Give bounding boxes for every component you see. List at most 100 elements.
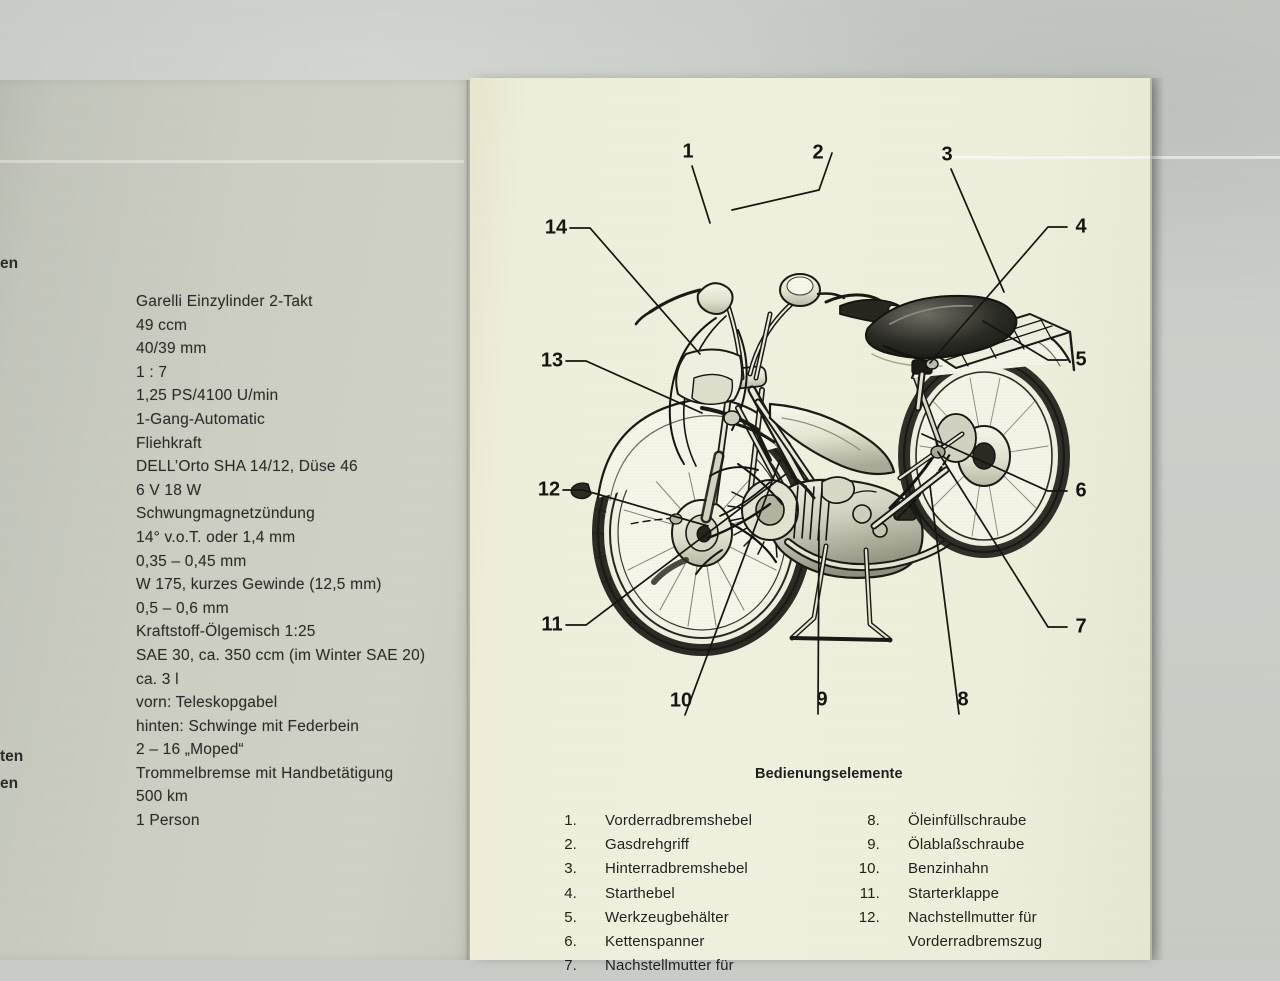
legend-item-number: 4. [564,884,577,902]
legend-item-number: 9. [867,836,880,854]
legend-row: 6.Kettenspanner [533,933,863,957]
right-page-top-edge [940,156,1280,159]
callout-leader-14 [569,227,701,355]
callout-leader-1 [691,165,711,224]
spec-line: 49 ccm [136,316,188,334]
right-page-edge-shadow [1150,78,1164,960]
legend-item-label: Starterklappe [908,884,1000,902]
legend-row: 2. Gasdrehgriff [533,836,863,860]
callout-leader-4 [929,226,1068,364]
legend-item-number: 10. [858,860,880,878]
legend-row: 3. Hinterradbremshebel [533,860,863,884]
parts-legend-column-right: 8. Öleinfüllschraube 9. Ölablaßschraube 10. B… [840,812,1140,957]
legend-item-label: Gasdrehgriff [605,836,690,854]
callout-number-4: 4 [1075,215,1087,238]
legend-item-number: 2. [564,836,577,854]
callout-number-12: 12 [537,478,561,501]
legend-row: 1. Vorderradbremshebel [533,812,863,836]
legend-row: 9. Ölablaßschraube [840,836,1140,860]
callout-leader-13 [565,360,703,414]
technical-spec-list: Garelli Einzylinder 2-Takt 49 ccm 40/39 mm… [136,290,466,833]
moped-illustration [562,152,1076,716]
edge-text-fragment: ten [0,748,24,765]
figure-caption-title: Bedienungselemente [755,766,903,782]
callout-leader-7 [937,451,1068,628]
legend-row: 12. Nachstellmutter für [840,909,1140,933]
callout-number-2: 2 [812,141,824,164]
callout-number-1: 1 [682,140,694,163]
callout-leader-11 [565,473,787,626]
spec-line: 0,5 – 0,6 mm [136,599,229,617]
spec-line: W 175, kurzes Gewinde (12,5 mm) [136,576,382,594]
callout-number-3: 3 [941,143,953,166]
spec-line: 0,35 – 0,45 mm [136,552,247,570]
spec-line: 500 km [136,788,189,806]
spec-line: Fliehkraft [136,434,202,452]
spec-line: 14° v.o.T. oder 1,4 mm [136,528,296,546]
callout-leader-2 [731,152,833,211]
callout-leader-5 [982,320,1068,361]
legend-item-label: Vorderradbremshebel [605,812,753,829]
left-page [0,80,472,960]
legend-item-number: 6. [564,932,577,950]
book-gutter [466,80,469,960]
legend-item-label: Hinterradbremshebel [605,860,748,878]
callout-number-7: 7 [1075,615,1087,638]
spec-line: Trommelbremse mit Handbetätigung [136,764,394,782]
spec-line: hinten: Schwinge mit Federbein [136,717,360,735]
spec-line: 1,25 PS/4100 U/min [136,387,279,405]
legend-item-number: 3. [564,860,577,878]
callout-number-11: 11 [541,613,563,636]
legend-item-label: Nachstellmutter für [908,908,1037,926]
edge-text-fragment: en [0,775,19,792]
spec-line: 1 Person [136,812,200,830]
callout-number-9: 9 [816,688,828,711]
edge-text-fragment: en [0,255,19,272]
parts-legend-column-left: 1. Vorderradbremshebel 2. Gasdrehgriff 3. Hin… [533,812,863,981]
legend-row: 10. Benzinhahn [840,860,1140,884]
callout-number-8: 8 [957,688,969,711]
callout-leader-10 [684,459,781,716]
callout-leader-6 [921,433,1068,492]
legend-row: 7.Nachstellmutter für [533,957,863,981]
legend-item-label: Werkzeugbehälter [605,908,729,926]
spec-line: SAE 30, ca. 350 ccm (im Winter SAE 20) [136,646,426,664]
callout-leader-8 [929,485,960,715]
callout-number-13: 13 [540,349,564,372]
legend-row: Vorderradbremszug [840,933,1140,957]
callout-leader-12 [562,489,709,527]
legend-item-label: Vorderradbremszug [908,932,1043,950]
callout-number-10: 10 [669,689,693,712]
legend-item-number: 8. [867,812,880,829]
spec-line: DELL’Orto SHA 14/12, Düse 46 [136,458,358,476]
legend-item-number: 12. [858,908,880,926]
callout-number-5: 5 [1075,348,1087,371]
spec-line: Kraftstoff-Ölgemisch 1:25 [136,623,316,641]
spec-line: 1-Gang-Automatic [136,410,265,428]
legend-item-number: 1. [564,812,577,829]
legend-row: 11. Starterklappe [840,885,1140,909]
legend-item-number: 11. [859,884,880,902]
spec-line: ca. 3 l [136,670,179,688]
legend-row: 4. Starthebel [533,885,863,909]
callout-number-6: 6 [1075,479,1087,502]
legend-item-label: Benzinhahn [908,860,989,878]
spec-line: 6 V 18 W [136,481,202,499]
spec-line: Garelli Einzylinder 2-Takt [136,293,313,310]
left-page-top-edge [0,160,464,163]
spec-line: 2 – 16 „Moped“ [136,741,244,759]
legend-item-label: Ölablaßschraube [908,836,1025,854]
spec-line: vorn: Teleskopgabel [136,694,278,712]
callout-number-14: 14 [544,216,568,239]
spec-line: 40/39 mm [136,340,207,358]
legend-item-number: 5. [564,908,577,926]
open-book: en ten en Garelli Einzylinder 2-Takt 49 ccm… [0,78,1280,974]
callout-leader-3 [950,168,1005,293]
legend-row: 8. Öleinfüllschraube [840,812,1140,836]
spec-line: 1 : 7 [136,363,168,381]
legend-item-label: Starthebel [605,884,675,902]
legend-row: 5. Werkzeugbehälter [533,909,863,933]
callout-leader-9 [817,529,820,715]
legend-item-label: Öleinfüllschraube [908,812,1027,829]
